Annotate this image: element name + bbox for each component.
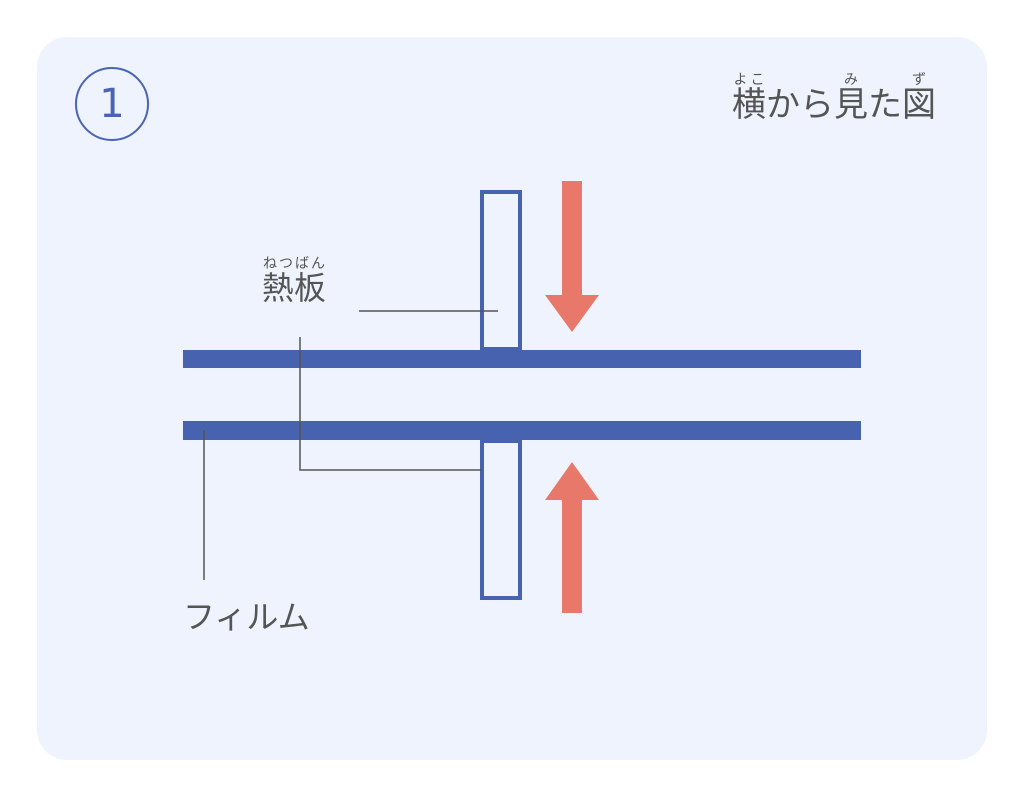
step-number: 1 — [99, 81, 125, 127]
step-number-circle — [75, 67, 149, 141]
hot-plate-label: 熱板ねつばん — [262, 256, 327, 307]
hot-plate-bottom — [480, 439, 522, 600]
hot-plate-leader-line-2 — [299, 337, 482, 471]
diagram-title: 横よこから見みた図ず — [732, 72, 936, 125]
arrow-down — [545, 181, 599, 332]
hot-plate-top — [480, 190, 522, 351]
arrow-up — [545, 462, 599, 613]
film-top — [183, 350, 861, 368]
film-bottom — [183, 421, 861, 440]
diagram-card — [37, 37, 987, 760]
film-label: フィルム — [183, 598, 310, 636]
